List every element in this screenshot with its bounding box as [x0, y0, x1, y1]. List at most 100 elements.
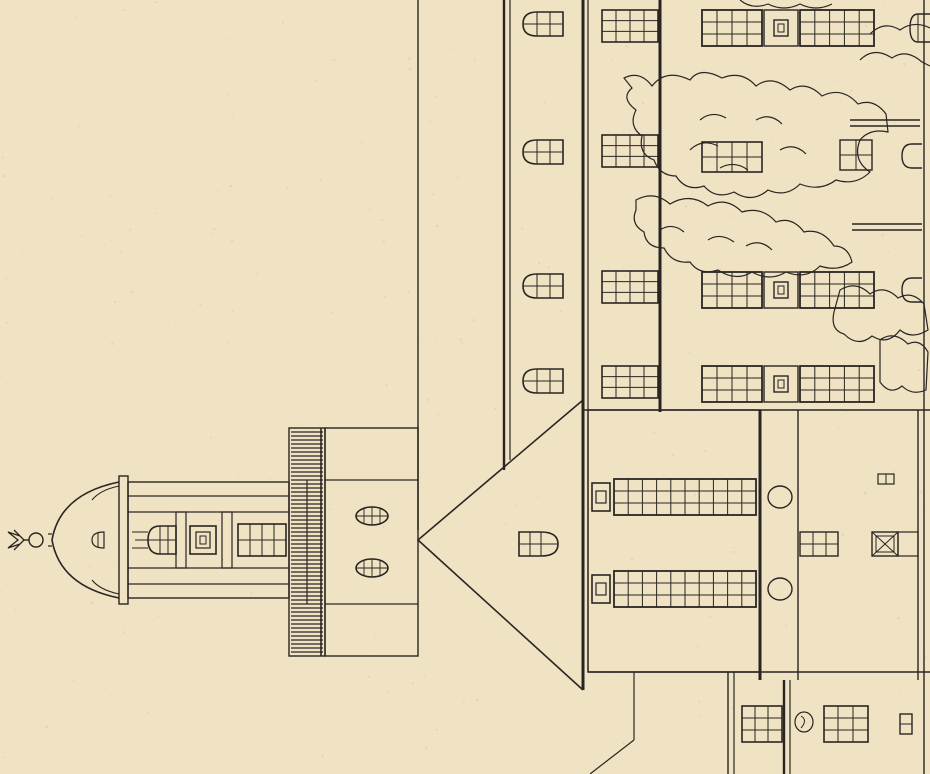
paper-speck — [609, 399, 611, 401]
paper-speck — [78, 125, 80, 128]
paper-speck — [694, 494, 696, 497]
paper-speck — [129, 228, 132, 231]
paper-speck — [5, 277, 8, 280]
paper-speck — [230, 239, 234, 243]
paper-speck — [381, 219, 384, 222]
paper-speck — [2, 479, 4, 481]
lantern-window — [237, 523, 287, 557]
paper-speck — [157, 615, 160, 618]
paper-speck — [841, 408, 844, 410]
paper-speck — [268, 478, 271, 481]
paper-speck — [724, 535, 727, 537]
paper-speck — [613, 672, 615, 674]
paper-speck — [231, 114, 234, 117]
window-sash — [613, 478, 757, 516]
paper-speck — [236, 475, 239, 477]
paper-speck — [408, 67, 412, 71]
paper-speck — [461, 342, 464, 344]
right-edge-details — [839, 0, 930, 774]
paper-speck — [704, 450, 707, 453]
paper-speck — [579, 66, 582, 68]
paper-speck — [456, 177, 459, 179]
paper-speck — [529, 225, 531, 227]
main-floor-double-windows — [701, 9, 875, 403]
paper-speck — [328, 508, 331, 511]
paper-speck — [137, 278, 139, 280]
paper-speck — [672, 454, 675, 457]
paper-speck — [88, 566, 90, 568]
paper-speck — [521, 227, 524, 230]
paper-speck — [893, 470, 895, 473]
paper-speck — [548, 266, 550, 269]
paper-speck — [657, 596, 661, 599]
paper-speck — [651, 592, 653, 594]
dormer-window — [522, 139, 564, 165]
paper-speck — [841, 533, 844, 536]
paper-speck — [47, 284, 49, 287]
paper-speck — [321, 755, 324, 758]
paper-speck — [429, 120, 432, 123]
paper-speck — [578, 196, 580, 198]
paper-speck — [325, 151, 327, 153]
lower-wing-small-window — [899, 713, 913, 735]
paper-speck — [638, 460, 640, 461]
paper-speck — [374, 636, 377, 639]
paper-speck — [130, 291, 133, 294]
paper-speck — [250, 592, 253, 595]
paper-speck — [63, 323, 65, 325]
paper-speck — [2, 756, 5, 759]
paper-speck — [468, 617, 471, 619]
paper-speck — [114, 90, 116, 92]
paper-speck — [688, 352, 691, 354]
paper-speck — [83, 401, 85, 403]
paper-speck — [238, 478, 240, 481]
wreath-ornament — [767, 485, 793, 509]
paper-speck — [837, 428, 839, 430]
paper-speck — [882, 0, 885, 3]
upper-window — [601, 270, 659, 304]
paper-speck — [625, 45, 628, 48]
paper-speck — [1, 174, 5, 178]
paper-speck — [465, 489, 467, 491]
pavilion-windows — [591, 478, 757, 608]
paper-speck — [863, 491, 867, 495]
paper-speck — [821, 363, 823, 365]
double-window-with-medallion — [701, 271, 875, 309]
paper-speck — [311, 429, 314, 432]
paper-speck — [225, 128, 227, 130]
paper-speck — [690, 407, 693, 409]
paper-speck — [13, 612, 15, 614]
lower-wing-window — [741, 705, 783, 743]
paper-speck — [435, 340, 438, 342]
paper-speck — [729, 215, 732, 217]
medallion-panel — [763, 365, 799, 403]
paper-speck — [14, 607, 17, 610]
paper-speck — [21, 249, 24, 252]
paper-speck — [0, 376, 1, 378]
paper-speck — [610, 58, 613, 61]
paper-speck — [207, 301, 209, 303]
paper-speck — [162, 521, 164, 523]
paper-speck — [734, 547, 736, 549]
paper-speck — [731, 766, 733, 768]
paper-speck — [133, 113, 135, 115]
paper-speck — [771, 137, 773, 139]
paper-speck — [708, 615, 712, 618]
paper-speck — [508, 255, 510, 257]
paper-speck — [270, 544, 273, 547]
paper-speck — [854, 74, 856, 76]
paper-speck — [90, 565, 92, 567]
paper-speck — [154, 1, 157, 4]
paper-speck — [209, 436, 212, 439]
paper-speck — [87, 455, 89, 457]
paper-speck — [920, 509, 922, 511]
paper-speck — [324, 403, 327, 405]
lantern-center-panel — [189, 525, 217, 555]
paper-speck — [700, 714, 702, 717]
paper-speck — [222, 558, 225, 561]
lower-wing-window — [823, 705, 869, 743]
paper-speck — [879, 620, 881, 622]
paper-speck — [633, 546, 635, 548]
paper-speck — [418, 339, 420, 341]
lantern-pilaster — [118, 475, 129, 605]
